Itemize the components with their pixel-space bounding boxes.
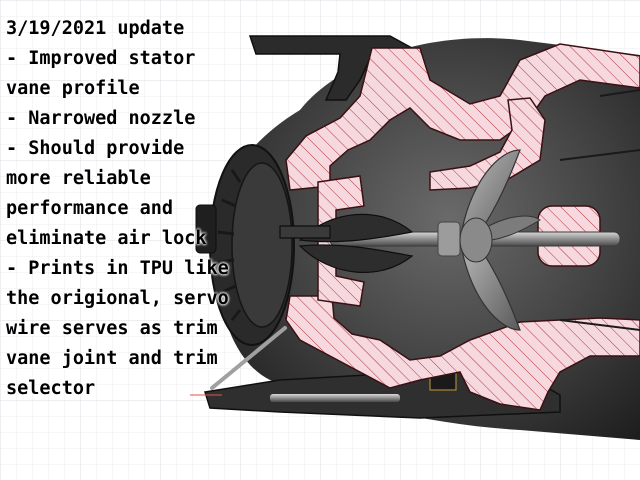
section-top-stator: [429, 97, 546, 191]
annotation-line: vane profile: [6, 78, 140, 99]
annotation-line: - Narrowed nozzle: [6, 108, 196, 129]
intake-grille-ribs: [217, 169, 242, 321]
annotation-line: vane joint and trim: [6, 348, 218, 369]
section-hub-block: [317, 175, 365, 307]
annotation-line: - Improved stator: [6, 48, 196, 69]
annotation-line: more reliable: [6, 168, 151, 189]
update-annotation: 3/19/2021 update - Improved stator vane …: [6, 14, 229, 404]
annotation-line: the origional, servo: [6, 288, 229, 309]
impeller-icon: [459, 149, 541, 331]
intake-stub: [195, 204, 217, 254]
section-bottom-nozzle: [285, 295, 640, 411]
annotation-line: wire serves as trim: [6, 318, 218, 339]
shaft-collar: [437, 221, 461, 257]
annotation-line: eliminate air lock: [6, 228, 207, 249]
annotation-line: - Prints in TPU like: [6, 258, 229, 279]
stator-vanes: [279, 213, 414, 274]
annotation-line: 3/19/2021 update: [6, 18, 185, 39]
annotation-line: - Should provide: [6, 138, 185, 159]
bottom-shaft: [270, 394, 400, 402]
intake-ring-inner: [231, 162, 293, 328]
annotation-line: performance and: [6, 198, 174, 219]
section-top-nozzle: [285, 43, 640, 191]
annotation-line: selector: [6, 378, 96, 399]
nozzle-icon: [559, 89, 640, 331]
trim-selector-rod: [210, 326, 287, 390]
